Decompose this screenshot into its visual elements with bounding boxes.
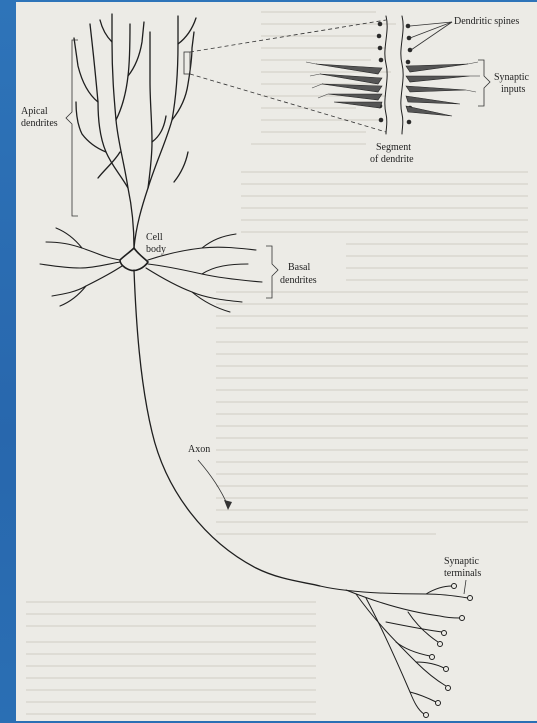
- apical-label-2: dendrites: [21, 118, 58, 129]
- dendritic-spines-label: Dendritic spines: [454, 16, 519, 27]
- terminals-label-1: Synaptic: [444, 556, 480, 567]
- synaptic-inputs-left: [306, 62, 382, 108]
- axon-arrow: [198, 460, 228, 506]
- synaptic-terminals: [320, 586, 468, 714]
- apical-dendrites: [74, 14, 196, 248]
- neuron-diagram: Apical dendrites: [16, 2, 537, 721]
- segment-label-1: Segment: [376, 142, 411, 153]
- terminals-leader: [464, 580, 466, 594]
- synaptic-inputs-label-1: Synaptic: [494, 72, 530, 83]
- terminals-label-2: terminals: [444, 568, 481, 579]
- zoom-indicator: [184, 20, 386, 132]
- page-text-lines: [26, 12, 528, 714]
- apical-bracket: [66, 40, 78, 216]
- synaptic-inputs-bracket: [478, 60, 490, 106]
- cell-body: [120, 248, 148, 271]
- spines-leaders: [410, 22, 452, 50]
- segment-label-2: of dendrite: [370, 154, 414, 165]
- cell-body-label-1: Cell: [146, 232, 163, 243]
- basal-label-1: Basal: [288, 262, 310, 273]
- synaptic-inputs-label-2: inputs: [501, 84, 526, 95]
- textbook-page: Apical dendrites: [16, 2, 537, 721]
- axon-label: Axon: [188, 444, 210, 455]
- cell-body-label-2: body: [146, 244, 166, 255]
- terminal-boutons: [424, 584, 473, 718]
- basal-label-2: dendrites: [280, 275, 317, 286]
- basal-bracket: [266, 246, 278, 298]
- axon: [134, 270, 320, 586]
- axon-arrowhead: [224, 500, 232, 510]
- apical-label-1: Apical: [21, 106, 48, 117]
- synaptic-inputs-right: [406, 62, 480, 116]
